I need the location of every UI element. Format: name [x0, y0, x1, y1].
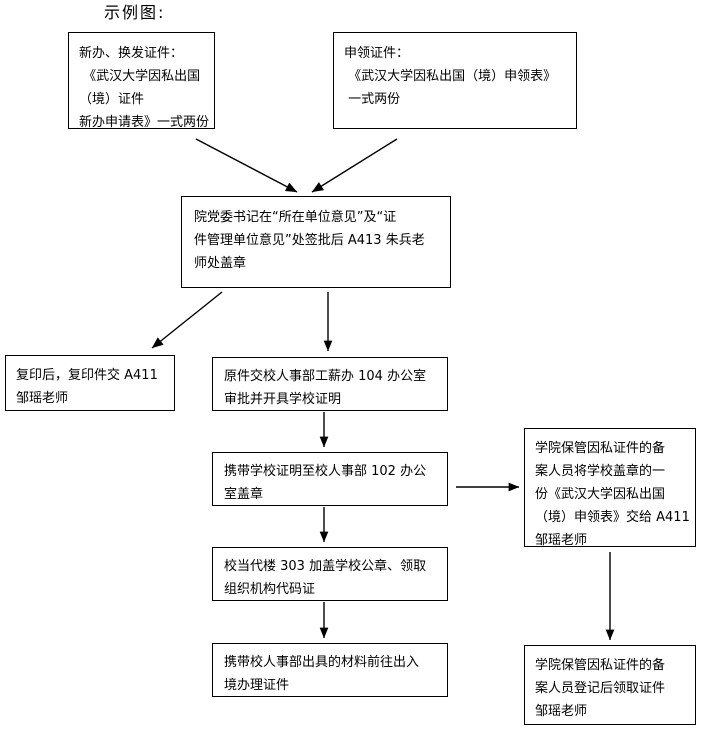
- node-text: 携带学校证明至校人事部 102 办公 室盖章: [224, 464, 427, 502]
- node-submit-stamped-form[interactable]: 学院保管因私证件的备 案人员将学校盖章的一 份《武汉大学因私出国 （境）申领表》…: [524, 428, 696, 548]
- node-text: 学院保管因私证件的备 案人员将学校盖章的一 份《武汉大学因私出国 （境）申领表》…: [535, 441, 690, 548]
- node-text: 校当代楼 303 加盖学校公章、领取 组织机构代码证: [224, 559, 427, 597]
- node-text: 院党委书记在“所在单位意见”及“证 件管理单位意见”处签批后 A413 朱兵老 …: [194, 210, 425, 271]
- node-text: 携带校人事部出具的材料前往出入 境办理证件: [224, 655, 420, 693]
- node-hr-office-102[interactable]: 携带学校证明至校人事部 102 办公 室盖章: [212, 452, 448, 506]
- node-text: 申领证件： 《武汉大学因私出国（境）申领表》 一式两份: [344, 46, 557, 107]
- node-text: 复印后，复印件交 A411 邹瑶老师: [16, 368, 158, 406]
- node-claim-certificate[interactable]: 申领证件： 《武汉大学因私出国（境）申领表》 一式两份: [333, 32, 577, 129]
- node-hr-office-104[interactable]: 原件交校人事部工薪办 104 办公室 审批并开具学校证明: [212, 357, 448, 411]
- node-party-secretary-signature[interactable]: 院党委书记在“所在单位意见”及“证 件管理单位意见”处签批后 A413 朱兵老 …: [181, 196, 451, 288]
- edge-sign-to-copy: [151, 291, 223, 349]
- node-text: 学院保管因私证件的备 案人员登记后领取证件 邹瑶老师: [535, 658, 666, 719]
- node-new-or-renew-certificate[interactable]: 新办、换发证件： 《武汉大学因私出国（境）证件 新办申请表》一式两份: [68, 32, 215, 130]
- node-exit-entry-bureau[interactable]: 携带校人事部出具的材料前往出入 境办理证件: [212, 643, 448, 697]
- node-text: 原件交校人事部工薪办 104 办公室 审批并开具学校证明: [224, 369, 427, 407]
- edge-newapply-to-sign: [195, 138, 298, 193]
- node-register-and-collect[interactable]: 学院保管因私证件的备 案人员登记后领取证件 邹瑶老师: [524, 645, 696, 725]
- page-title: 示例图:: [104, 3, 166, 22]
- edge-claim-to-sign: [311, 138, 398, 193]
- node-copy-to-a411[interactable]: 复印后，复印件交 A411 邹瑶老师: [5, 355, 175, 411]
- node-text: 新办、换发证件： 《武汉大学因私出国（境）证件 新办申请表》一式两份: [79, 46, 210, 130]
- node-contemporary-building-303[interactable]: 校当代楼 303 加盖学校公章、领取 组织机构代码证: [212, 547, 448, 601]
